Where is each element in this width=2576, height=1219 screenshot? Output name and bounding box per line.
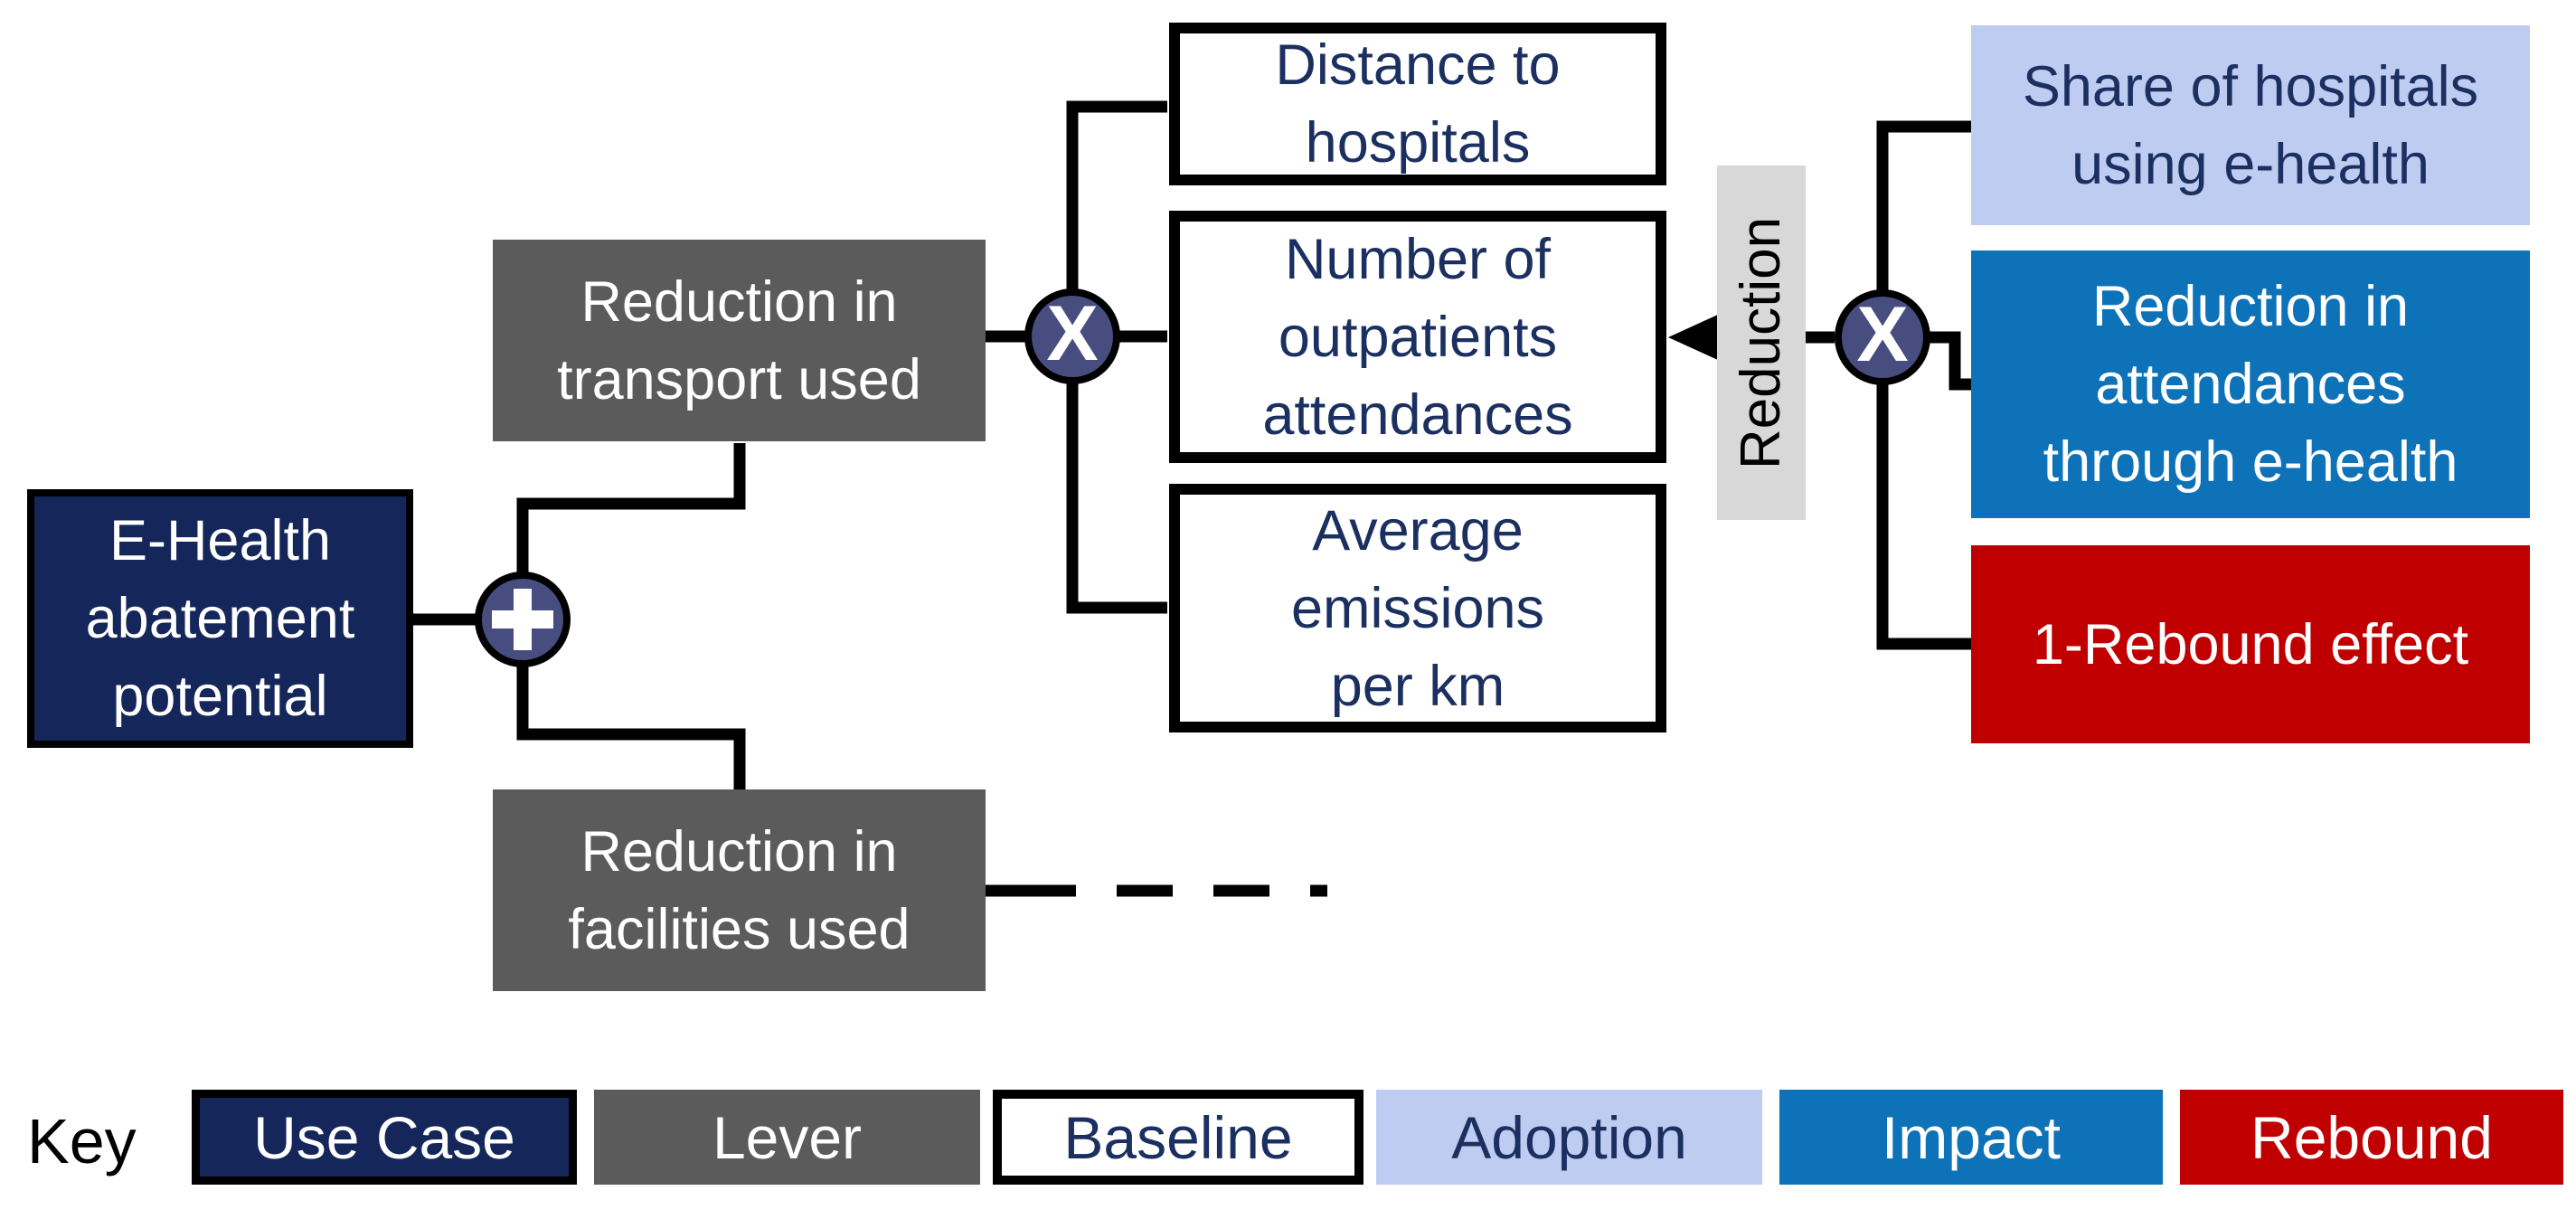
key-item-impact: Impact — [1779, 1090, 2163, 1185]
baseline-emissions-box: Average emissions per km — [1169, 484, 1666, 732]
lever-transport-box: Reduction in transport used — [493, 240, 986, 441]
baseline-emissions-label: Average emissions per km — [1290, 498, 1545, 718]
key-title: Key — [27, 1106, 137, 1176]
multiply-operator-left: X — [1024, 288, 1120, 384]
plus-operator — [475, 572, 571, 667]
key-item-use-case: Use Case — [192, 1090, 577, 1185]
key-item-adoption: Adoption — [1376, 1090, 1762, 1185]
multiply-icon: X — [1046, 290, 1099, 377]
baseline-distance-box: Distance to hospitals — [1169, 23, 1666, 185]
reduction-connector-label: Reduction — [1717, 165, 1806, 520]
key-item-rebound: Rebound — [2180, 1090, 2563, 1185]
lever-facilities-label: Reduction in facilities used — [568, 819, 911, 961]
rebound-effect-box: 1-Rebound effect — [1971, 545, 2530, 743]
multiply-icon: X — [1856, 291, 1909, 378]
key-item-lever: Lever — [594, 1090, 980, 1185]
use-case-label: E-Health abatement potential — [85, 509, 355, 728]
adoption-share-box: Share of hospitals using e-health — [1971, 25, 2530, 225]
plus-icon — [492, 589, 553, 650]
key-item-baseline: Baseline — [993, 1090, 1363, 1185]
baseline-outpatients-box: Number of outpatients attendances — [1169, 211, 1666, 463]
baseline-outpatients-label: Number of outpatients attendances — [1262, 227, 1573, 447]
use-case-box: E-Health abatement potential — [27, 489, 413, 748]
baseline-distance-label: Distance to hospitals — [1275, 33, 1561, 175]
adoption-share-label: Share of hospitals using e-health — [2022, 54, 2479, 196]
impact-attendances-label: Reduction in attendances through e-healt… — [2043, 275, 2458, 494]
lever-facilities-box: Reduction in facilities used — [493, 789, 986, 991]
lever-transport-label: Reduction in transport used — [557, 269, 921, 411]
impact-attendances-box: Reduction in attendances through e-healt… — [1971, 250, 2530, 518]
rebound-effect-label: 1-Rebound effect — [2032, 612, 2469, 676]
multiply-operator-right: X — [1835, 289, 1930, 385]
